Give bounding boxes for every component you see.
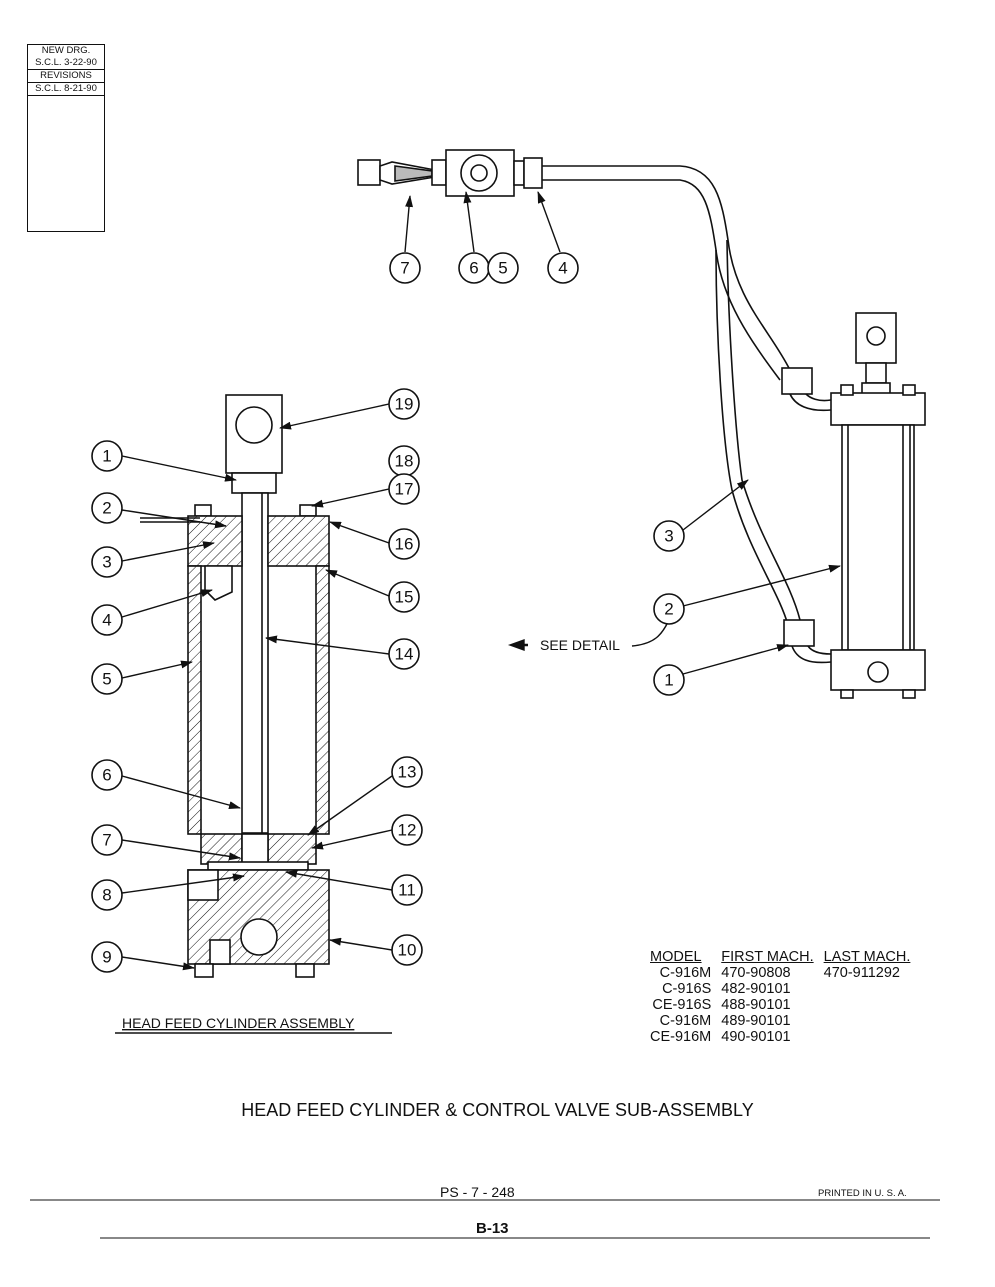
cylinder-callout-14: 14: [388, 638, 420, 670]
cylinder-callout-13: 13: [391, 756, 423, 788]
see-detail-label: SEE DETAIL: [540, 637, 620, 653]
valve-callout-4: 4: [547, 252, 579, 284]
model-cell: C-916M: [659, 965, 712, 981]
cylinder-callout-1: 1: [91, 440, 123, 472]
svg-text:3: 3: [664, 527, 673, 546]
cylinder-callout-7: 7: [91, 824, 123, 856]
model-cell: CE-916M: [650, 1029, 712, 1045]
table-row: C-916S 482-90101: [645, 981, 915, 997]
svg-text:19: 19: [395, 395, 414, 414]
revision-new-drawing-date: S.C.L. 3-22-90: [35, 57, 97, 68]
assembly-callout-3: 3: [653, 520, 685, 552]
cylinder-section-title: HEAD FEED CYLINDER ASSEMBLY: [122, 1015, 355, 1031]
valve-detail: [357, 149, 801, 626]
svg-text:3: 3: [102, 553, 111, 572]
valve-callout-leaders: [404, 191, 561, 253]
cylinder-callout-leaders: [121, 403, 393, 971]
svg-text:5: 5: [498, 259, 507, 278]
printed-in-label: PRINTED IN U. S. A.: [818, 1188, 907, 1199]
cylinder-callout-5: 5: [91, 663, 123, 695]
last-mach-cell: [819, 981, 916, 997]
first-mach-cell: 488-90101: [721, 997, 791, 1013]
first-mach-cell: 470-90808: [721, 965, 791, 981]
table-row: C-916M 489-90101: [645, 1013, 915, 1029]
revision-header: REVISIONS: [28, 69, 104, 82]
first-mach-cell: 489-90101: [721, 1013, 791, 1029]
svg-text:8: 8: [102, 886, 111, 905]
cylinder-callout-10: 10: [391, 934, 423, 966]
svg-text:9: 9: [102, 948, 111, 967]
valve-callout-7: 7: [389, 252, 421, 284]
cylinder-callout-19: 19: [388, 388, 420, 420]
model-cell: CE-916S: [652, 997, 712, 1013]
svg-text:16: 16: [395, 535, 414, 554]
assembly-callout-1: 1: [653, 664, 685, 696]
svg-text:2: 2: [664, 600, 673, 619]
cylinder-callout-12: 12: [391, 814, 423, 846]
svg-text:1: 1: [102, 447, 111, 466]
valve-callout-6: 6: [458, 252, 490, 284]
table-row: C-916M 470-90808 470-911292: [645, 965, 915, 981]
svg-text:7: 7: [102, 831, 111, 850]
svg-text:14: 14: [395, 645, 414, 664]
model-cell: C-916M: [659, 1013, 712, 1029]
table-row: CE-916M 490-90101: [645, 1029, 915, 1045]
cylinder-assembly-view: [781, 312, 926, 699]
assembly-callout-leaders: [507, 479, 841, 675]
svg-text:7: 7: [400, 259, 409, 278]
svg-text:2: 2: [102, 499, 111, 518]
table-row: CE-916S 488-90101: [645, 997, 915, 1013]
last-mach-cell: [819, 997, 916, 1013]
model-column-header: MODEL: [650, 949, 702, 965]
svg-text:18: 18: [395, 452, 414, 471]
first-mach-cell: 490-90101: [721, 1029, 791, 1045]
cylinder-section-view: [140, 394, 330, 978]
first-mach-column-header: FIRST MACH.: [721, 949, 814, 965]
model-cell: C-916S: [662, 981, 712, 997]
last-mach-cell: 470-911292: [823, 965, 900, 981]
svg-text:10: 10: [398, 941, 417, 960]
revision-empty-row: [28, 95, 104, 110]
cylinder-callout-6: 6: [91, 759, 123, 791]
cylinder-callout-15: 15: [388, 581, 420, 613]
svg-text:15: 15: [395, 588, 414, 607]
svg-text:6: 6: [469, 259, 478, 278]
last-mach-column-header: LAST MACH.: [823, 949, 911, 965]
last-mach-cell: [819, 1013, 916, 1029]
svg-text:6: 6: [102, 766, 111, 785]
main-title: HEAD FEED CYLINDER & CONTROL VALVE SUB-A…: [241, 1100, 754, 1120]
part-number: PS - 7 - 248: [440, 1184, 515, 1200]
cylinder-callout-11: 11: [391, 874, 423, 906]
cylinder-callout-8: 8: [91, 879, 123, 911]
cylinder-callout-18: 18: [388, 445, 420, 477]
cylinder-callout-2: 2: [91, 492, 123, 524]
revision-new-drawing: NEW DRG.: [28, 44, 104, 57]
revision-entry: S.C.L. 8-21-90: [28, 82, 104, 95]
first-mach-cell: 482-90101: [721, 981, 791, 997]
svg-text:13: 13: [398, 763, 417, 782]
svg-text:11: 11: [398, 881, 416, 900]
assembly-callout-2: 2: [653, 593, 685, 625]
svg-text:5: 5: [102, 670, 111, 689]
model-table: MODEL FIRST MACH. LAST MACH. C-916M 470-…: [645, 949, 915, 1045]
svg-text:4: 4: [558, 259, 567, 278]
cylinder-callout-16: 16: [388, 528, 420, 560]
cylinder-callout-3: 3: [91, 546, 123, 578]
last-mach-cell: [819, 1029, 916, 1045]
model-table-header: MODEL FIRST MACH. LAST MACH.: [645, 949, 915, 965]
page-number: B-13: [476, 1220, 509, 1237]
svg-text:17: 17: [395, 480, 414, 499]
valve-callout-5: 5: [487, 252, 519, 284]
svg-text:4: 4: [102, 611, 111, 630]
svg-text:1: 1: [664, 671, 673, 690]
revision-block: NEW DRG. S.C.L. 3-22-90 REVISIONS S.C.L.…: [27, 44, 105, 232]
cylinder-callout-4: 4: [91, 604, 123, 636]
cylinder-callout-9: 9: [91, 941, 123, 973]
cylinder-callout-17: 17: [388, 473, 420, 505]
svg-text:12: 12: [398, 821, 417, 840]
